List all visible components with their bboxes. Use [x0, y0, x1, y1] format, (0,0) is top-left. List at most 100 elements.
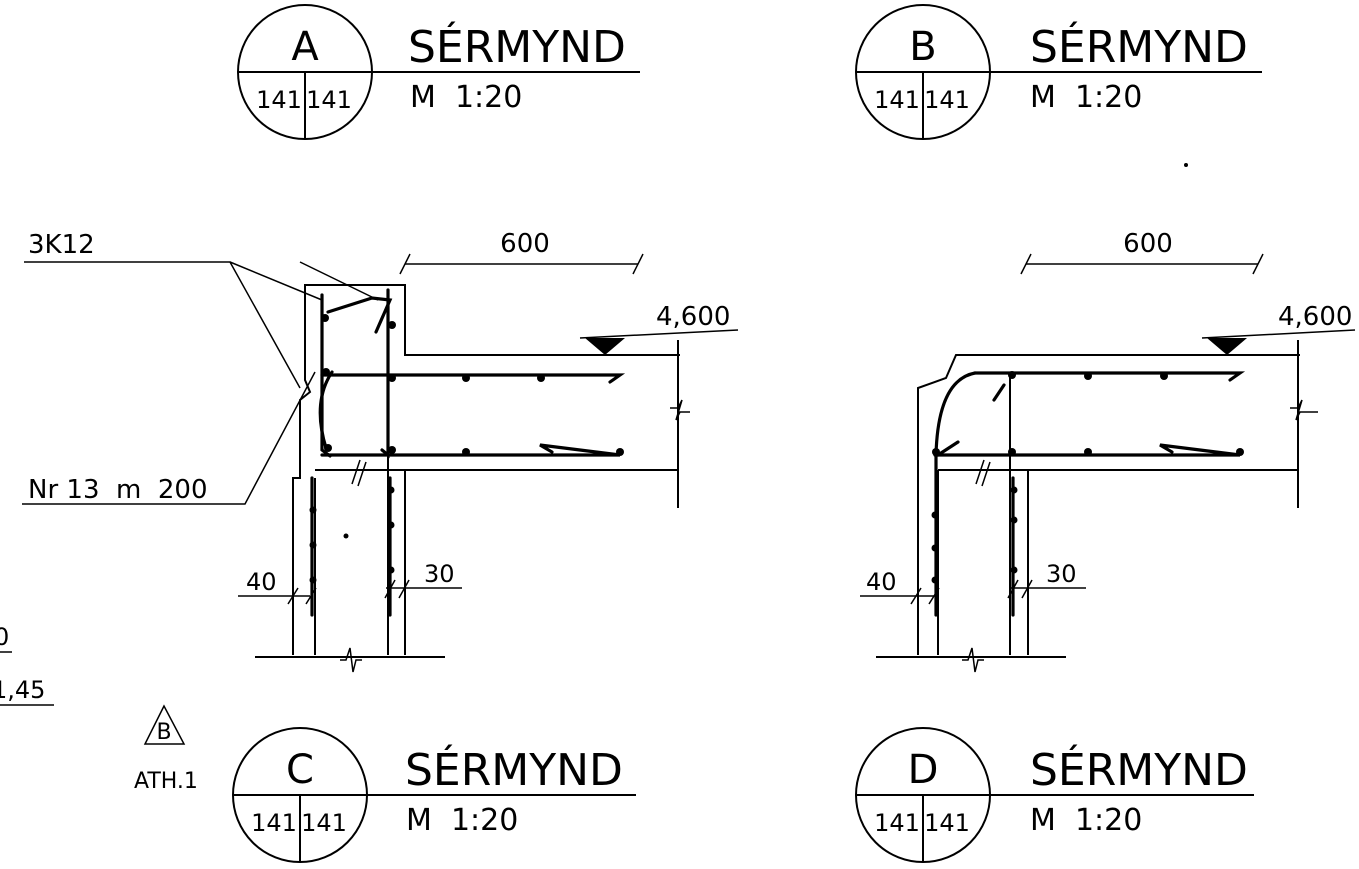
left-cover-40-tick-b — [305, 587, 317, 605]
detail-letter-c: C — [286, 747, 314, 793]
left-rebar-dot — [537, 374, 545, 382]
detail-scale-c: M 1:20 — [406, 803, 518, 838]
right-base-break — [962, 647, 984, 673]
detail-b-sheet-right: 141 — [924, 86, 970, 114]
detail-header-b: B 141 141 SÉRMYND M 1:20 — [855, 4, 1262, 140]
detail-b-sheet-left: 141 — [874, 86, 920, 114]
revision-letter: B — [156, 720, 171, 745]
right-rebar-dot — [1008, 371, 1016, 379]
left-rebar-dot — [321, 314, 329, 322]
detail-scale-d: M 1:20 — [1030, 803, 1142, 838]
right-cover-40-tick-a — [910, 587, 922, 605]
left-cover-30-tick-a — [384, 579, 396, 599]
right-break-symbol — [1290, 399, 1318, 421]
right-level-triangle — [1207, 338, 1247, 355]
detail-letter-d: D — [908, 747, 939, 793]
detail-d-sheet-right: 141 — [924, 809, 970, 837]
detail-letter-b: B — [909, 24, 936, 70]
detail-title-c: SÉRMYND — [405, 743, 623, 796]
left-cover-40: 40 — [246, 568, 277, 596]
right-rebar-dot — [1160, 372, 1168, 380]
left-rebar-dot — [324, 444, 332, 452]
left-rebar-dot — [462, 374, 470, 382]
right-corner-bend — [934, 371, 977, 617]
right-cover-30-tick-a — [1007, 579, 1019, 599]
right-cover-30: 30 — [1046, 560, 1077, 588]
left-top-hook — [326, 296, 393, 334]
detail-scale-a: M 1:20 — [410, 80, 522, 115]
right-dim-600-tick-a — [1020, 253, 1032, 275]
right-rebar-dot — [931, 576, 939, 584]
right-rebar-dot — [1010, 486, 1018, 494]
left-cover-40-tick-a — [287, 587, 299, 605]
left-slab-bottom-bar — [320, 443, 621, 457]
stray-mark — [1184, 163, 1188, 167]
left-section: 3K12 Nr 13 m 200 600 4,600 40 30 — [22, 229, 739, 673]
left-break-symbol — [670, 399, 690, 421]
left-cover-30-tick-b — [398, 579, 410, 599]
right-rebar-dot — [932, 448, 940, 456]
detail-d-sheet-left: 141 — [874, 809, 920, 837]
left-leader-3k12-3 — [299, 261, 379, 301]
right-rebar-dot — [1084, 372, 1092, 380]
left-dim-600: 600 — [500, 229, 550, 259]
detail-header-c: C 141 141 SÉRMYND M 1:20 — [232, 727, 636, 863]
label-3k12: 3K12 — [28, 230, 95, 260]
left-cover-30: 30 — [424, 560, 455, 588]
margin-fragment-2: 1,45 — [0, 676, 45, 704]
left-dim-600-tick-a — [399, 253, 411, 275]
left-rebar-dot — [387, 566, 395, 574]
left-rebar-dot — [322, 368, 330, 376]
detail-a-sheet-right: 141 — [306, 86, 352, 114]
right-rebar-dot — [1236, 448, 1244, 456]
left-rebar-dot — [388, 321, 396, 329]
detail-c-sheet-right: 141 — [301, 809, 347, 837]
left-rebar-dot — [388, 374, 396, 382]
right-rebar-dot — [1008, 448, 1016, 456]
right-slab-top-bar — [973, 371, 1246, 382]
right-section: 600 4,600 40 30 — [860, 163, 1356, 673]
left-joint-tick-2 — [357, 461, 367, 487]
left-rebar-dot — [388, 446, 396, 454]
left-slab-top-bar — [320, 373, 626, 384]
right-elevation-rule — [1201, 329, 1356, 339]
left-joint-tick-1 — [351, 459, 361, 485]
left-base-break — [340, 647, 362, 673]
left-rebar-dot — [616, 448, 624, 456]
right-rebar-dot — [1084, 448, 1092, 456]
detail-c-sheet-left: 141 — [251, 809, 297, 837]
right-rebar-dot — [931, 511, 939, 519]
left-rebar-dot — [387, 521, 395, 529]
left-leader-3k12 — [24, 261, 301, 389]
detail-header-d: D 141 141 SÉRMYND M 1:20 — [855, 727, 1254, 863]
right-hook-end-2 — [992, 383, 1006, 402]
right-wall-outline — [917, 354, 1300, 655]
revision-triangle — [143, 704, 186, 745]
left-elevation-value: 4,600 — [656, 302, 730, 332]
detail-letter-a: A — [291, 24, 319, 70]
left-dim-600-tick-b — [632, 253, 644, 275]
right-elevation-value: 4,600 — [1278, 302, 1352, 332]
left-rebar-dot — [387, 486, 395, 494]
detail-a-sheet-left: 141 — [256, 86, 302, 114]
left-rebar-dot — [309, 576, 317, 584]
right-hook-end — [936, 440, 960, 457]
right-joint-tick-1 — [975, 459, 985, 485]
detail-scale-b: M 1:20 — [1030, 80, 1142, 115]
right-rebar-dot — [1010, 516, 1018, 524]
left-rebar-dot — [309, 541, 317, 549]
left-rebar-dot — [462, 448, 470, 456]
right-joint-tick-2 — [981, 461, 991, 487]
label-stirrup: Nr 13 m 200 — [28, 475, 208, 505]
right-cover-40: 40 — [866, 568, 897, 596]
revision-note: ATH.1 — [134, 769, 198, 794]
right-rebar-dot — [931, 544, 939, 552]
margin-fragment-1: 0 — [0, 623, 9, 651]
detail-title-a: SÉRMYND — [408, 20, 626, 73]
left-corner-bend — [318, 370, 334, 450]
right-cover-30-tick-b — [1021, 579, 1033, 599]
right-cover-40-tick-b — [928, 587, 940, 605]
right-dim-600-tick-b — [1252, 253, 1264, 275]
